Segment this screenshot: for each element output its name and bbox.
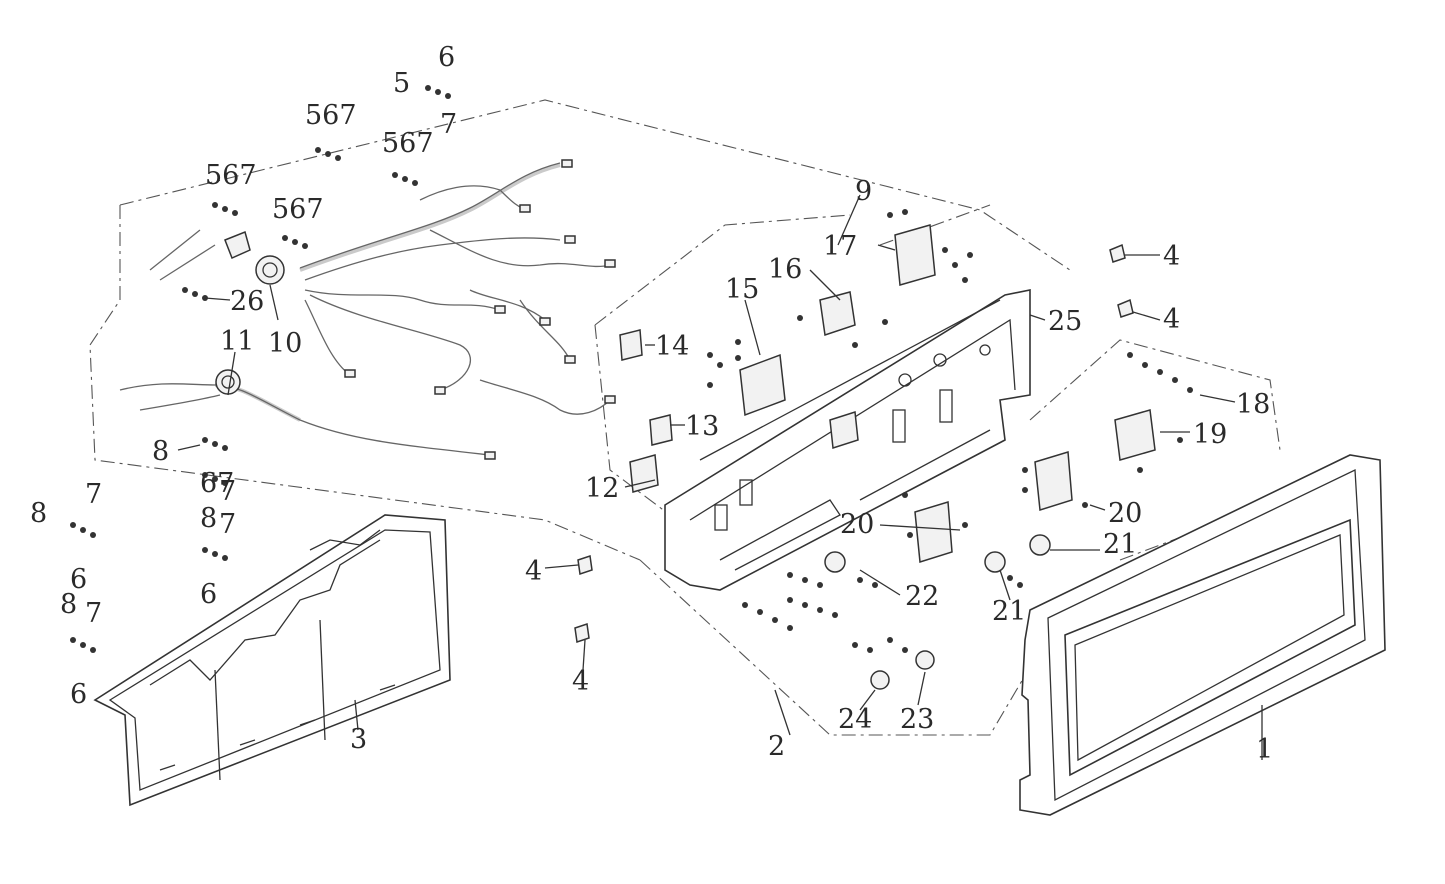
part-24-nut	[870, 670, 890, 690]
callout-7-b: 7	[219, 509, 236, 540]
callout-567-d: 567	[272, 194, 324, 225]
callout-3: 3	[350, 724, 367, 755]
part-board-relay	[829, 411, 859, 449]
part-17-block	[894, 224, 936, 286]
callout-18: 18	[1236, 389, 1270, 420]
callout-labels: 1 2 3 4 4 4 4 5 6 567 7 567 567 567 8 67…	[30, 42, 1273, 765]
callout-6-c: 6	[70, 564, 87, 595]
callout-17: 17	[823, 231, 857, 262]
callout-24: 24	[838, 704, 872, 735]
callout-5: 5	[393, 68, 410, 99]
callout-7-e: 7	[85, 598, 102, 629]
part-22-knob	[824, 551, 846, 573]
callout-15: 15	[725, 274, 759, 305]
callout-22: 22	[905, 581, 939, 612]
callout-9: 9	[855, 176, 872, 207]
part-21-knob-a	[984, 551, 1006, 573]
callout-8-c: 8	[30, 498, 47, 529]
part-13-switch	[649, 414, 673, 446]
part-wiring-harness	[119, 159, 616, 460]
callout-7-c: 7	[219, 476, 236, 507]
callout-10: 10	[268, 328, 302, 359]
callout-4-b: 4	[1163, 304, 1180, 335]
callout-20-a: 20	[1108, 498, 1142, 529]
callout-567-a: 567	[305, 100, 357, 131]
hardware-dots	[70, 85, 1193, 653]
callout-567-c: 567	[205, 160, 257, 191]
part-19-unit	[1114, 409, 1156, 461]
callout-567-b: 567	[382, 128, 434, 159]
part-15-module	[739, 353, 786, 417]
callout-2: 2	[768, 731, 785, 762]
callout-25: 25	[1048, 306, 1082, 337]
part-14-switch	[619, 329, 643, 361]
callout-23: 23	[900, 704, 934, 735]
callout-6: 6	[438, 42, 455, 73]
callout-14: 14	[655, 331, 689, 362]
callout-20-b: 20	[840, 509, 874, 540]
callout-13: 13	[685, 411, 719, 442]
leader-lines	[177, 194, 1263, 760]
callout-8-b: 8	[200, 503, 217, 534]
part-20-transformer-b	[914, 501, 953, 563]
callout-8-a: 8	[152, 436, 169, 467]
callout-11: 11	[220, 326, 254, 357]
callout-21-a: 21	[1103, 529, 1137, 560]
callout-21-b: 21	[992, 596, 1026, 627]
callout-16: 16	[768, 254, 802, 285]
callout-6-d: 6	[70, 679, 87, 710]
callout-19: 19	[1193, 419, 1227, 450]
callout-4-a: 4	[1163, 241, 1180, 272]
callout-7-d: 7	[85, 479, 102, 510]
group-outlines	[89, 99, 1281, 736]
callout-4-d: 4	[572, 666, 589, 697]
callout-8-d: 8	[60, 589, 77, 620]
part-12-switch	[629, 454, 659, 493]
part-16-relay	[819, 291, 856, 336]
callout-6-b: 6	[200, 579, 217, 610]
callout-7: 7	[440, 109, 457, 140]
components	[574, 224, 1156, 690]
part-20-transformer-a	[1034, 451, 1073, 511]
callout-1: 1	[1256, 734, 1273, 765]
callout-26: 26	[230, 286, 264, 317]
callout-4-c: 4	[525, 556, 542, 587]
callout-12: 12	[585, 473, 619, 504]
callout-67: 67	[200, 468, 234, 499]
part-tray	[93, 514, 451, 807]
part-front-panel	[1019, 454, 1386, 816]
part-21-knob-b	[1029, 534, 1051, 556]
part-23-nut	[915, 650, 935, 670]
